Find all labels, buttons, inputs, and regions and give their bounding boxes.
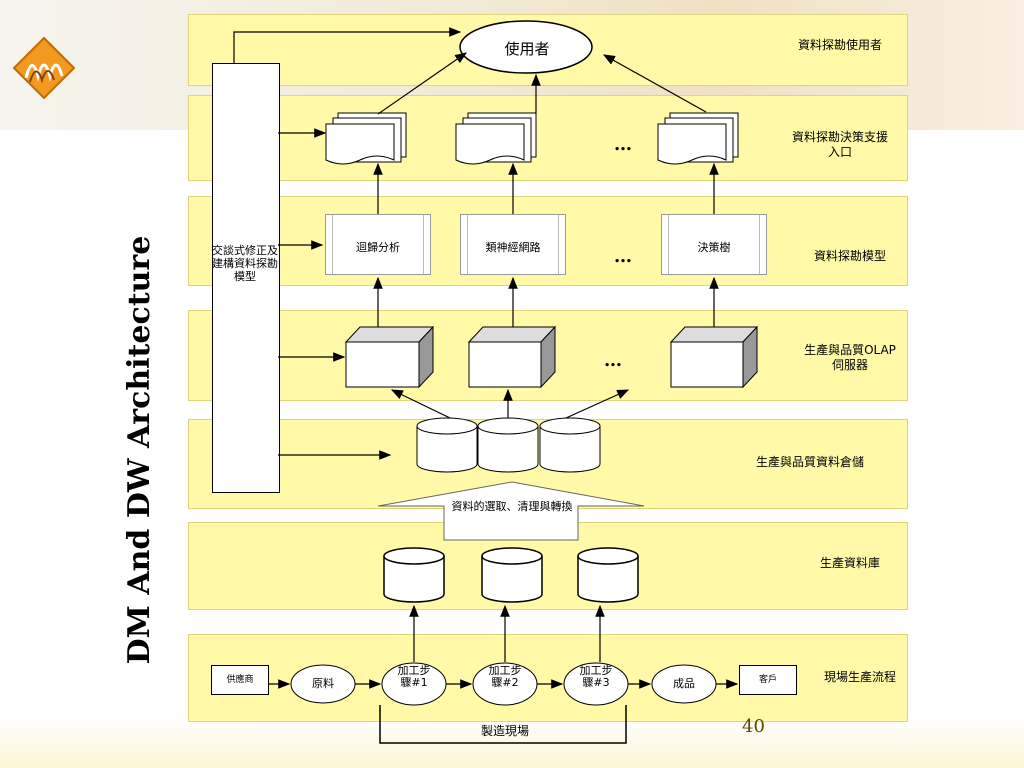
etl-banner-shape [377,481,645,541]
layer-label: 生產與品質OLAP伺服器 [804,343,896,372]
connector-vbox-user [233,27,462,63]
user-node [459,20,593,74]
etl-banner-label: 資料的選取、清理與轉換 [451,500,573,513]
model-decision-tree: 決策樹 [661,214,767,275]
layer-label: 現場生產流程 [823,670,896,684]
footer-background [0,715,1024,768]
portal-doc-3 [657,112,739,165]
factory-bracket [379,705,627,744]
portal-doc-2 [455,112,537,165]
database-cylinder-1 [383,547,445,603]
model-regression: 迴歸分析 [325,214,431,275]
layer-label: 資料探勘決策支援入口 [791,130,888,159]
olap-cube-3 [669,325,759,389]
process-step-3-label: 加工步驟#3 [579,664,613,689]
process-step-1-label: 加工步驟#1 [397,664,431,689]
layer-label: 生產資料庫 [819,556,880,570]
database-cylinder-2 [481,547,543,603]
raw-material-label: 原料 [312,677,334,690]
supplier-box: 供應商 [211,665,269,695]
layer-label: 資料探勘模型 [813,249,886,263]
interactive-modeling-label: 交談式修正及建構資料探勘模型 [212,244,278,283]
warehouse-cylinder-3 [539,417,601,473]
olap-cube-1 [344,325,435,389]
ellipsis-olap: … [604,350,622,371]
logo-icon [12,36,76,100]
layer-label: 資料探勘使用者 [797,38,882,52]
ellipsis-portal: … [614,134,632,155]
product-label: 成品 [673,677,695,690]
page-number: 40 [742,716,765,737]
customer-box: 客戶 [739,665,797,695]
process-step-2-label: 加工步驟#2 [488,664,522,689]
portal-doc-1 [325,112,407,165]
interactive-modeling-box [212,63,280,493]
warehouse-cylinder-1 [416,417,478,473]
olap-cube-2 [467,325,557,389]
warehouse-cylinder-2 [477,417,539,473]
band-portal [188,95,908,181]
layer-label: 生產與品質資料倉儲 [755,455,864,469]
model-neural-network: 類神經網路 [460,214,566,275]
factory-label: 製造現場 [480,724,529,738]
ellipsis-models: … [614,246,632,267]
user-node-label: 使用者 [504,40,550,58]
database-cylinder-3 [577,547,639,603]
